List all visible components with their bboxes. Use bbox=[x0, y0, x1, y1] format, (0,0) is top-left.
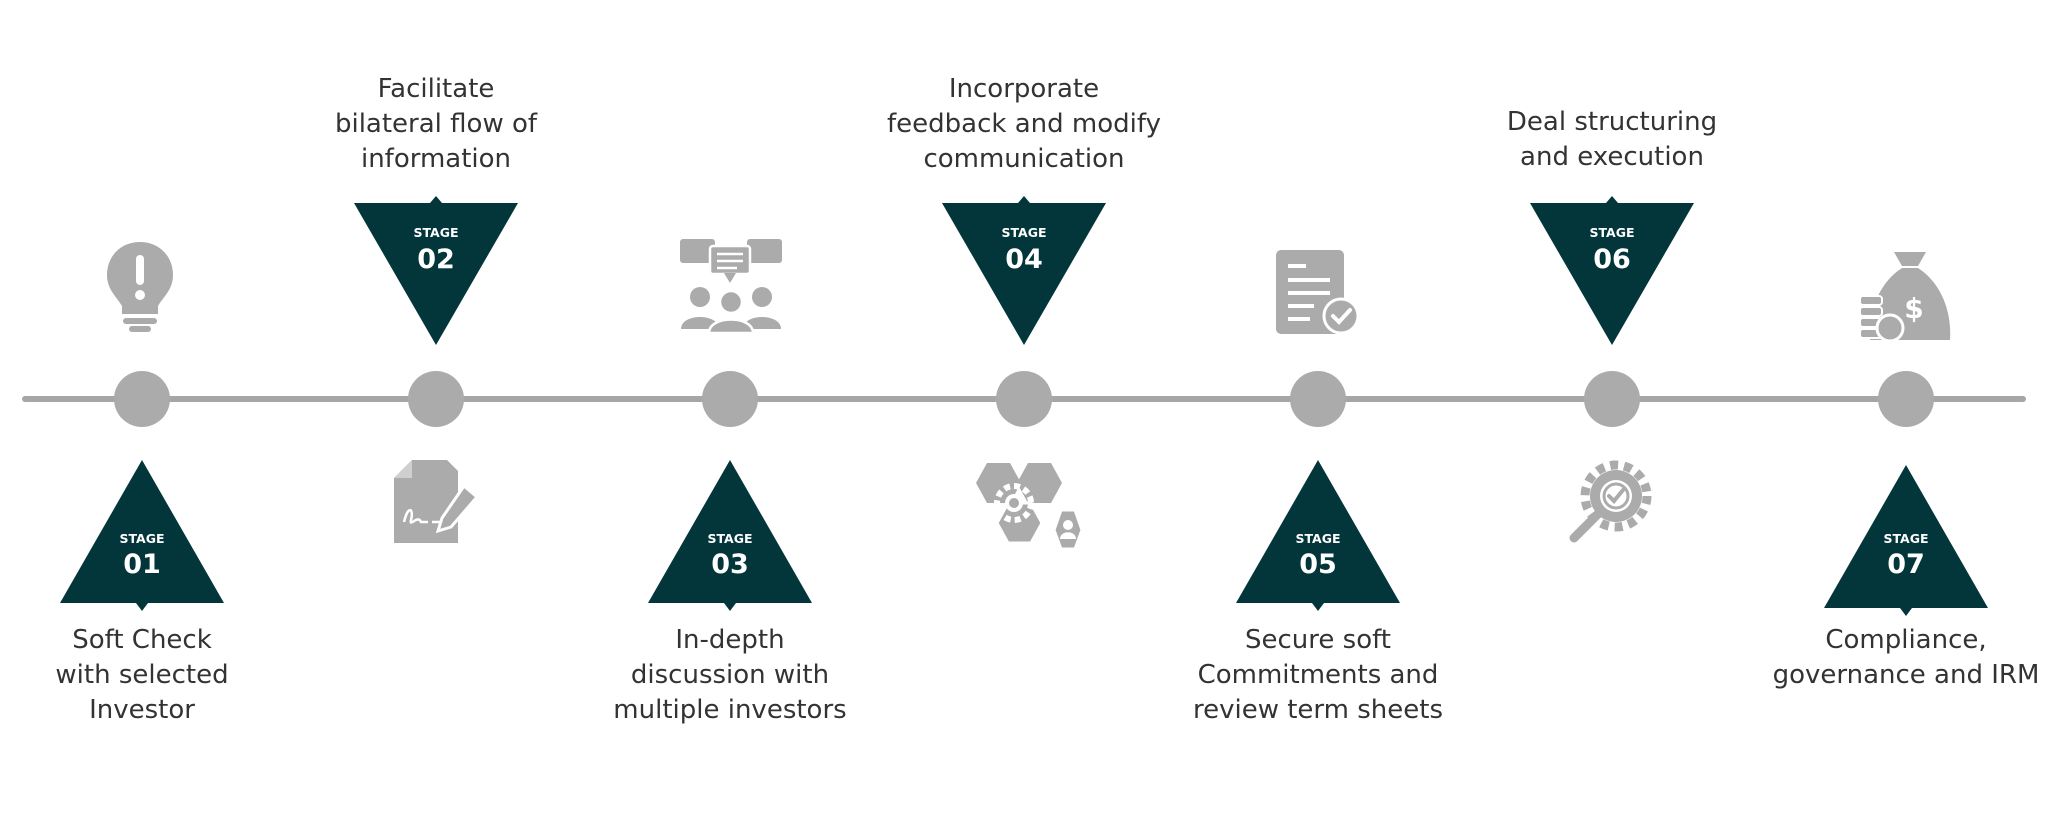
stage-triangle bbox=[648, 460, 812, 611]
timeline-node bbox=[408, 371, 464, 427]
timeline-node bbox=[996, 371, 1052, 427]
stage-number: 06 bbox=[1593, 244, 1631, 275]
stage-number: 04 bbox=[1005, 244, 1043, 275]
stage-number: 03 bbox=[711, 549, 749, 580]
stage-07: STAGE 07 $ bbox=[1824, 252, 1988, 616]
stage-label: STAGE bbox=[707, 531, 752, 546]
stage-triangle bbox=[354, 196, 518, 345]
lightbulb-icon bbox=[107, 242, 173, 332]
stage-06: STAGE 06 bbox=[1530, 196, 1694, 543]
timeline-node bbox=[1584, 371, 1640, 427]
timeline-node bbox=[114, 371, 170, 427]
svg-text:$: $ bbox=[1904, 292, 1923, 325]
stage-triangle bbox=[1530, 196, 1694, 345]
stage-label: STAGE bbox=[1295, 531, 1340, 546]
stage-03-description: In-depth discussion with multiple invest… bbox=[613, 625, 847, 725]
stage-06-description: Deal structuring and execution bbox=[1506, 107, 1718, 172]
stage-number: 02 bbox=[417, 244, 455, 275]
stage-07-description: Compliance, governance and IRM bbox=[1772, 625, 2040, 690]
stage-triangle bbox=[60, 460, 224, 611]
timeline-node bbox=[702, 371, 758, 427]
stage-label: STAGE bbox=[1001, 225, 1046, 240]
stage-02: STAGE 02 bbox=[354, 196, 518, 543]
signed-document-icon bbox=[394, 460, 480, 543]
stage-label: STAGE bbox=[1589, 225, 1634, 240]
stage-01-description: Soft Check with selected Investor bbox=[55, 625, 229, 725]
timeline-node bbox=[1878, 371, 1934, 427]
gear-magnifier-check-icon bbox=[1569, 460, 1652, 543]
stage-05: STAGE 05 bbox=[1236, 250, 1400, 611]
stage-02-description: Facilitate bilateral flow of information bbox=[334, 74, 538, 174]
timeline-node bbox=[1290, 371, 1346, 427]
stage-label: STAGE bbox=[119, 531, 164, 546]
stage-triangle bbox=[1824, 465, 1988, 616]
group-discussion-icon bbox=[680, 239, 782, 335]
stage-triangle bbox=[942, 196, 1106, 345]
money-bag-coins-icon: $ bbox=[1859, 252, 1951, 343]
stage-triangle bbox=[1236, 460, 1400, 611]
stage-label: STAGE bbox=[413, 225, 458, 240]
stage-number: 05 bbox=[1299, 549, 1337, 580]
stage-number: 01 bbox=[123, 549, 161, 580]
stage-label: STAGE bbox=[1883, 531, 1928, 546]
stage-03: STAGE 03 bbox=[648, 239, 812, 611]
gear-user-hexagon-icon bbox=[976, 463, 1084, 551]
approved-document-icon bbox=[1276, 250, 1360, 335]
stage-number: 07 bbox=[1887, 549, 1925, 580]
stage-04: STAGE 04 bbox=[942, 196, 1106, 551]
stage-04-description: Incorporate feedback and modify communic… bbox=[887, 74, 1161, 174]
stage-01: STAGE 01 bbox=[60, 242, 224, 611]
stage-05-description: Secure soft Commitments and review term … bbox=[1192, 625, 1444, 725]
